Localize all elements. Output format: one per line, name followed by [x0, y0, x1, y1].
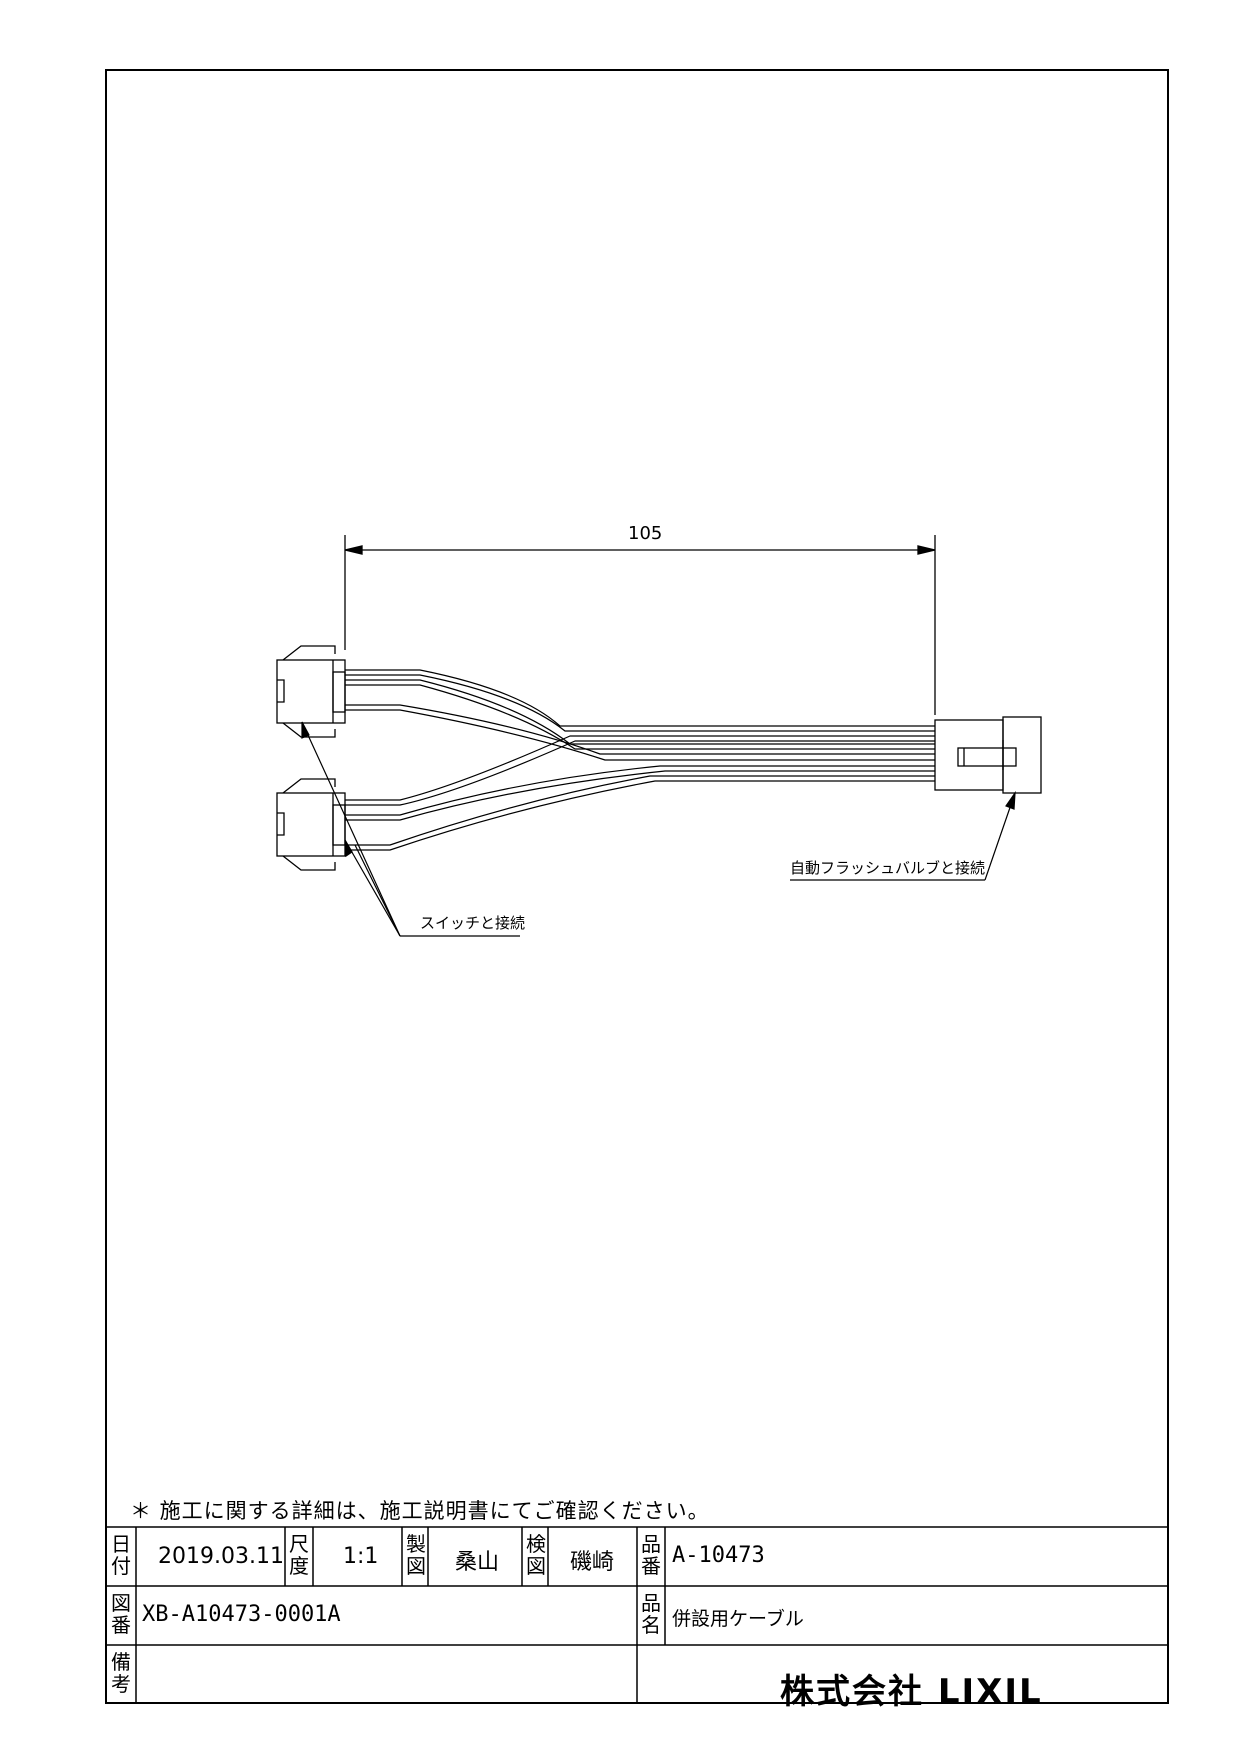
leader-switch: [301, 721, 520, 937]
product-no-label: 品番: [641, 1532, 661, 1578]
product-name-value: 併設用ケーブル: [672, 1608, 804, 1630]
product-no-value: A-10473: [672, 1543, 765, 1568]
remarks-label: 備考: [111, 1650, 131, 1696]
drawn-value: 桑山: [455, 1550, 500, 1575]
product-name-label: 品名: [641, 1591, 661, 1637]
date-value: 2019.03.11: [158, 1544, 284, 1569]
date-label: 日付: [111, 1532, 131, 1578]
callout-valve: 自動フラッシュバルブと接続: [790, 859, 986, 877]
dimension-label: 105: [628, 523, 663, 544]
callout-switch: スイッチと接続: [420, 914, 526, 932]
connector-switch-lower: [276, 778, 346, 871]
checked-value: 磯崎: [570, 1550, 615, 1575]
scale-label: 尺度: [289, 1532, 309, 1578]
drawing-no-value: XB-A10473-0001A: [142, 1602, 341, 1627]
connector-valve: [934, 716, 1042, 794]
construction-note: ＊ 施工に関する詳細は、施工説明書にてご確認ください。: [130, 1499, 710, 1523]
leader-valve: [790, 790, 1016, 881]
scale-value: 1:1: [343, 1544, 379, 1569]
dimension-line: [344, 535, 936, 715]
sheet-border: [105, 69, 1169, 1704]
drawn-label: 製図: [406, 1532, 426, 1578]
checked-label: 検図: [526, 1532, 546, 1578]
wires: [345, 669, 935, 851]
company-logo: 株式会社 LIXIL: [780, 1672, 1043, 1712]
drawing-no-label: 図番: [111, 1591, 131, 1637]
title-block-lines: [106, 1526, 1168, 1703]
connector-switch-upper: [276, 645, 346, 738]
